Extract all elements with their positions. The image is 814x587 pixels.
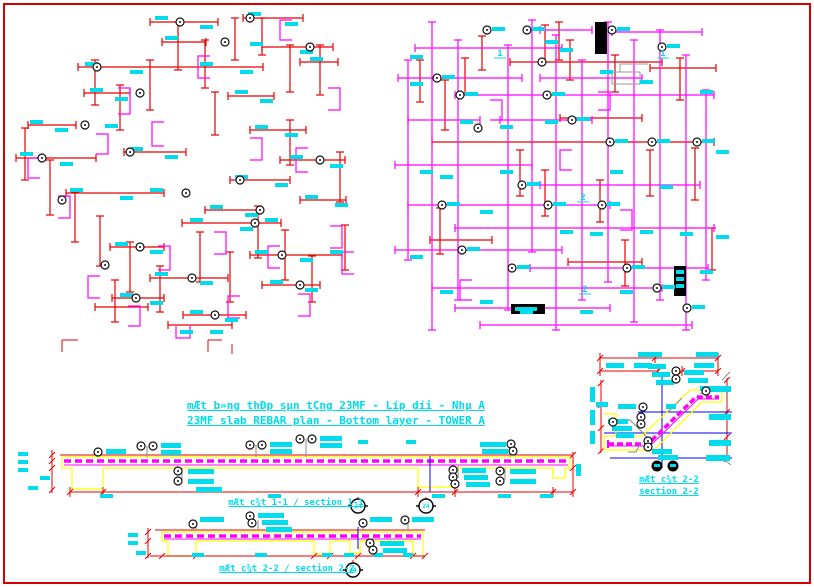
detail-section-label-vi: mÆt c¾t 2-2 [639,475,699,485]
detail-section-label-en: section 2-2 [639,487,699,497]
section-2-2-label: mÆt c¾t 2-2 / section 2-2 [219,564,355,574]
section_2_2: 24 [128,511,434,578]
svg-text:24: 24 [354,503,362,510]
svg-text:24: 24 [349,567,357,574]
section-1-1-label: mÆt c¾t 1-1 / section 1-1 [228,498,364,508]
svg-text:1: 1 [660,49,665,59]
svg-text:2: 2 [580,193,585,203]
right_plan: 1 1 2 2 [394,19,729,331]
drawing-title-vi: mÆt b»ng thÐp sµn tÇng 23MF - Líp d­íi -… [186,399,485,412]
svg-text:1: 1 [497,49,502,59]
svg-text:2: 2 [582,285,587,295]
detail_2_2 [590,352,732,472]
drawing-title-en: 23MF slab REBAR plan - Bottom layer - TO… [186,414,485,427]
section_1_1: 24 24 [18,434,581,514]
left_plan [15,12,354,354]
svg-text:24: 24 [422,503,430,510]
